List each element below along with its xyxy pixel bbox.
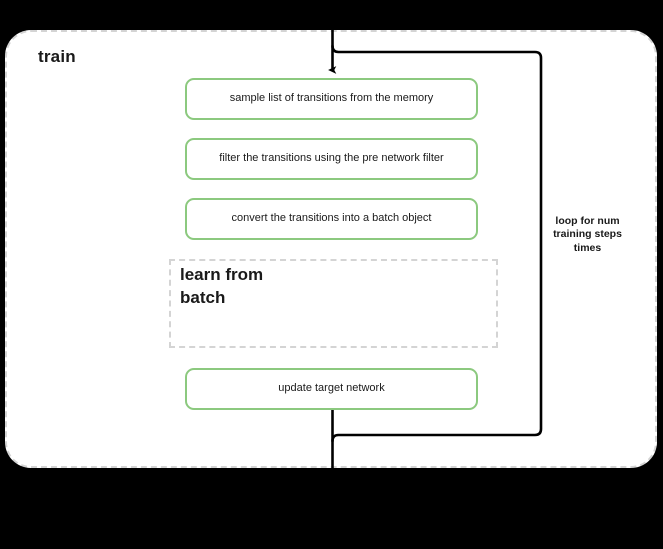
node-filter-transitions[interactable]: filter the transitions using the pre net… <box>185 138 478 180</box>
node-convert-to-batch[interactable]: convert the transitions into a batch obj… <box>185 198 478 240</box>
node-sample-transitions[interactable]: sample list of transitions from the memo… <box>185 78 478 120</box>
node-label: sample list of transitions from the memo… <box>229 92 434 105</box>
node-label: update target network <box>278 382 385 395</box>
loop-label: loop for num training steps times <box>553 215 622 254</box>
subgraph-title: learn from batch <box>180 265 264 307</box>
node-label: filter the transitions using the pre net… <box>219 152 444 165</box>
node-update-target-network[interactable]: update target network <box>185 368 478 410</box>
page-title: train <box>38 47 76 66</box>
node-label: convert the transitions into a batch obj… <box>231 212 432 225</box>
subgraph-learn-from-batch[interactable] <box>169 259 498 348</box>
